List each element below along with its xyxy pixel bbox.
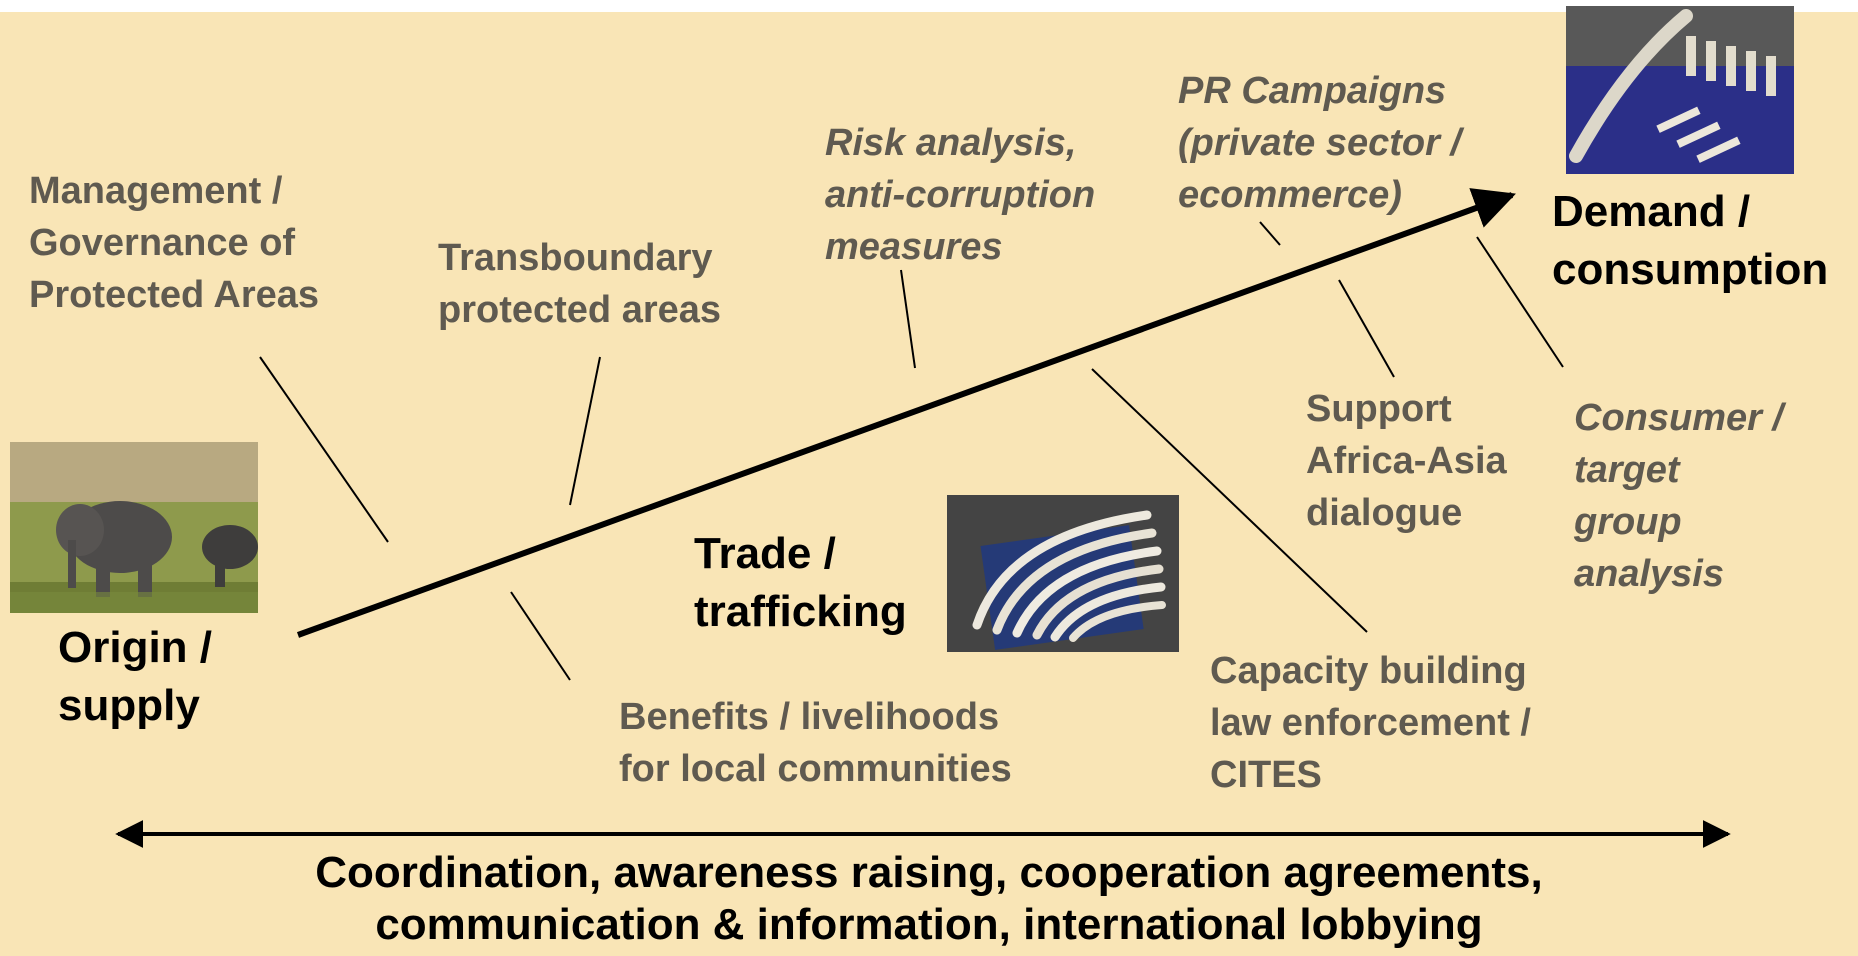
ivory-tusks-photo — [947, 495, 1179, 652]
main-chain-arrow — [296, 188, 1516, 638]
label-demand-consumption: Demand / consumption — [1552, 187, 1829, 294]
branch-line-transboundary — [569, 356, 601, 506]
label-pr-campaigns: PR Campaigns (private sector / ecommerce… — [1178, 70, 1461, 216]
label-transboundary-areas: Transboundary protected areas — [438, 237, 722, 331]
label-management-governance: Management / Governance of Protected Are… — [29, 170, 320, 316]
diagram-lines — [115, 188, 1731, 848]
footer-line-2: communication & information, internation… — [375, 900, 1483, 949]
elephants-photo — [10, 442, 258, 613]
branch-line-capacity — [1091, 368, 1368, 633]
branch-line-pr — [1259, 221, 1281, 246]
branch-line-risk — [900, 269, 916, 369]
diagram-slide: Management / Governance of Protected Are… — [0, 6, 1858, 956]
branch-line-support — [1338, 279, 1395, 378]
branch-line-consumer — [1476, 236, 1564, 368]
ivory-carvings-photo — [1566, 6, 1794, 174]
label-origin-supply: Origin / supply — [58, 623, 212, 730]
label-consumer-analysis: Consumer / target group analysis — [1574, 397, 1784, 595]
branch-line-management — [259, 356, 389, 543]
label-capacity-building: Capacity building law enforcement / CITE… — [1210, 650, 1531, 796]
label-benefits-livelihoods: Benefits / livelihoods for local communi… — [619, 696, 1012, 790]
branch-line-benefits — [510, 591, 571, 681]
label-support-dialogue: Support Africa-Asia dialogue — [1306, 388, 1507, 534]
footer-line-1: Coordination, awareness raising, coopera… — [315, 848, 1543, 897]
label-trade-trafficking: Trade / trafficking — [694, 529, 907, 636]
label-risk-analysis: Risk analysis, anti-corruption measures — [825, 122, 1096, 268]
